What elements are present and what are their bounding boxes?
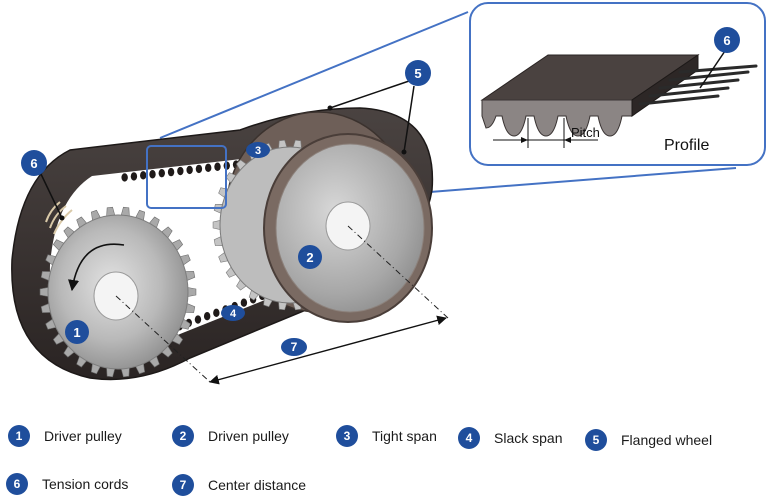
- legend-num: 4: [458, 427, 480, 449]
- center-distance-dimension: [115, 225, 449, 385]
- callout-2: 2: [298, 245, 322, 269]
- legend-item-flanged-wheel: 5 Flanged wheel: [585, 429, 712, 451]
- callout-3: 3: [246, 142, 270, 158]
- legend-num: 5: [585, 429, 607, 451]
- svg-text:5: 5: [414, 66, 421, 81]
- legend-label: Flanged wheel: [621, 432, 713, 448]
- callout-4: 4: [221, 305, 245, 321]
- profile-label: Profile: [664, 137, 709, 154]
- legend-item-center-distance: 7 Center distance: [172, 474, 306, 496]
- legend-item-tight-span: 3 Tight span: [336, 425, 437, 447]
- legend-item-driver-pulley: 1 Driver pulley: [8, 425, 122, 447]
- legend-label: Driven pulley: [208, 428, 289, 444]
- flanged-wheel-leaders: [327, 79, 415, 155]
- legend-item-driven-pulley: 2 Driven pulley: [172, 425, 289, 447]
- profile-inset: Pitch Profile 6: [469, 2, 766, 166]
- callout-7: 7: [281, 338, 307, 356]
- legend-num: 3: [336, 425, 358, 447]
- svg-text:6: 6: [30, 156, 37, 171]
- legend-item-slack-span: 4 Slack span: [458, 427, 562, 449]
- legend-num: 7: [172, 474, 194, 496]
- legend-num: 6: [6, 473, 28, 495]
- svg-text:1: 1: [73, 325, 80, 340]
- svg-text:3: 3: [255, 145, 261, 157]
- legend-label: Slack span: [494, 430, 563, 446]
- svg-text:7: 7: [291, 340, 298, 354]
- tension-cords: [45, 201, 73, 235]
- callout-6: 6: [21, 150, 47, 176]
- callout-1: 1: [65, 320, 89, 344]
- svg-text:4: 4: [230, 308, 237, 320]
- zoom-box: [146, 145, 227, 209]
- legend: 1 Driver pulley 2 Driven pulley 3 Tight …: [0, 410, 768, 500]
- svg-text:2: 2: [306, 250, 313, 265]
- timing-belt-diagram: 1 2 3 4 5 6 7: [11, 2, 766, 385]
- tension-cords-leader: [39, 171, 65, 221]
- zoom-line-top: [159, 11, 469, 139]
- legend-label: Driver pulley: [44, 428, 122, 444]
- inset-callout-6: 6: [723, 33, 730, 48]
- callout-5: 5: [405, 60, 431, 86]
- driven-pulley: [212, 111, 433, 323]
- driver-pulley-teeth: [39, 206, 197, 378]
- tight-span-teeth: [121, 159, 249, 182]
- legend-label: Center distance: [208, 477, 307, 493]
- pitch-label: Pitch: [571, 125, 600, 140]
- legend-num: 1: [8, 425, 30, 447]
- legend-label: Tension cords: [42, 476, 129, 492]
- rotation-arrow-icon: [68, 243, 125, 292]
- legend-num: 2: [172, 425, 194, 447]
- legend-item-tension-cords: 6 Tension cords: [6, 473, 128, 495]
- legend-label: Tight span: [372, 428, 437, 444]
